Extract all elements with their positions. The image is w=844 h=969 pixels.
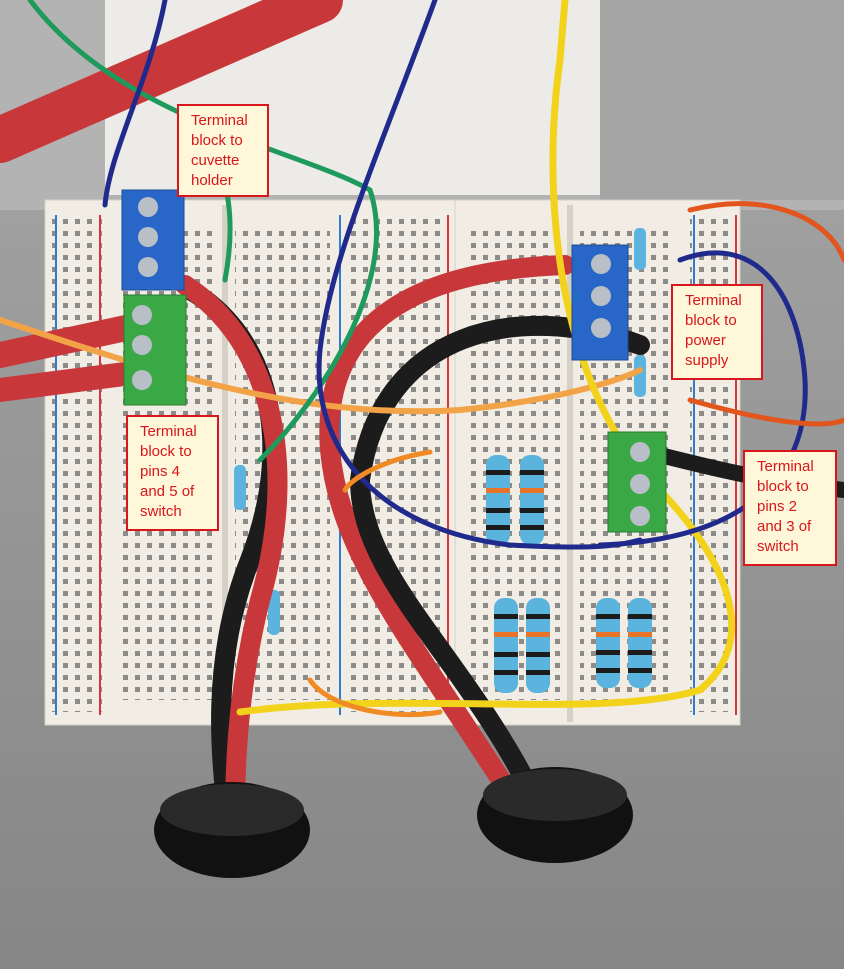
callout-cuvette-holder: Terminal block to cuvette holder (177, 104, 269, 197)
callout-pins-2-3: Terminal block to pins 2 and 3 of switch (743, 450, 837, 566)
callout-power-supply: Terminal block to power supply (671, 284, 763, 380)
enclosure-corner (600, 0, 844, 200)
terminal-block-icon (121, 189, 667, 533)
cable-grommet-icon (154, 767, 633, 878)
callout-pins-4-5: Terminal block to pins 4 and 5 of switch (126, 415, 219, 531)
